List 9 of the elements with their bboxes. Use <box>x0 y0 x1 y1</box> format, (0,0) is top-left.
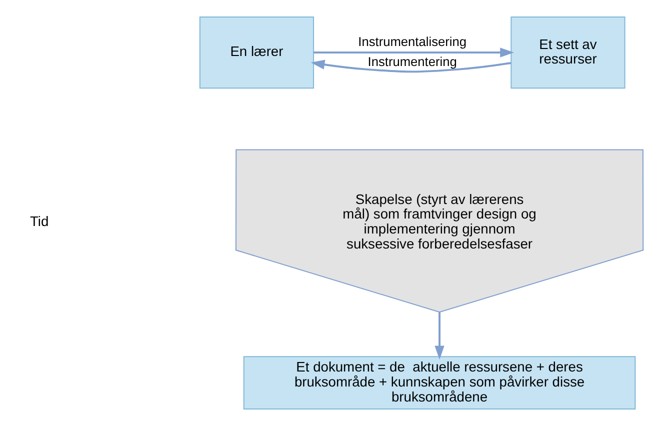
label: Tid <box>30 213 49 230</box>
edge-label: Instrumentering <box>368 54 457 69</box>
edge-label: Instrumentalisering <box>358 34 467 50</box>
node-box: Et dokument = de aktuelle ressursene + deres bruksområde + kunnskapen som påvirker disse bruksområdene <box>243 356 636 410</box>
arrow <box>314 48 514 58</box>
arrow <box>310 60 512 73</box>
node-box: En lærer <box>199 16 314 89</box>
arrow <box>434 312 444 360</box>
node-box: Et sett av ressurser <box>510 16 626 89</box>
